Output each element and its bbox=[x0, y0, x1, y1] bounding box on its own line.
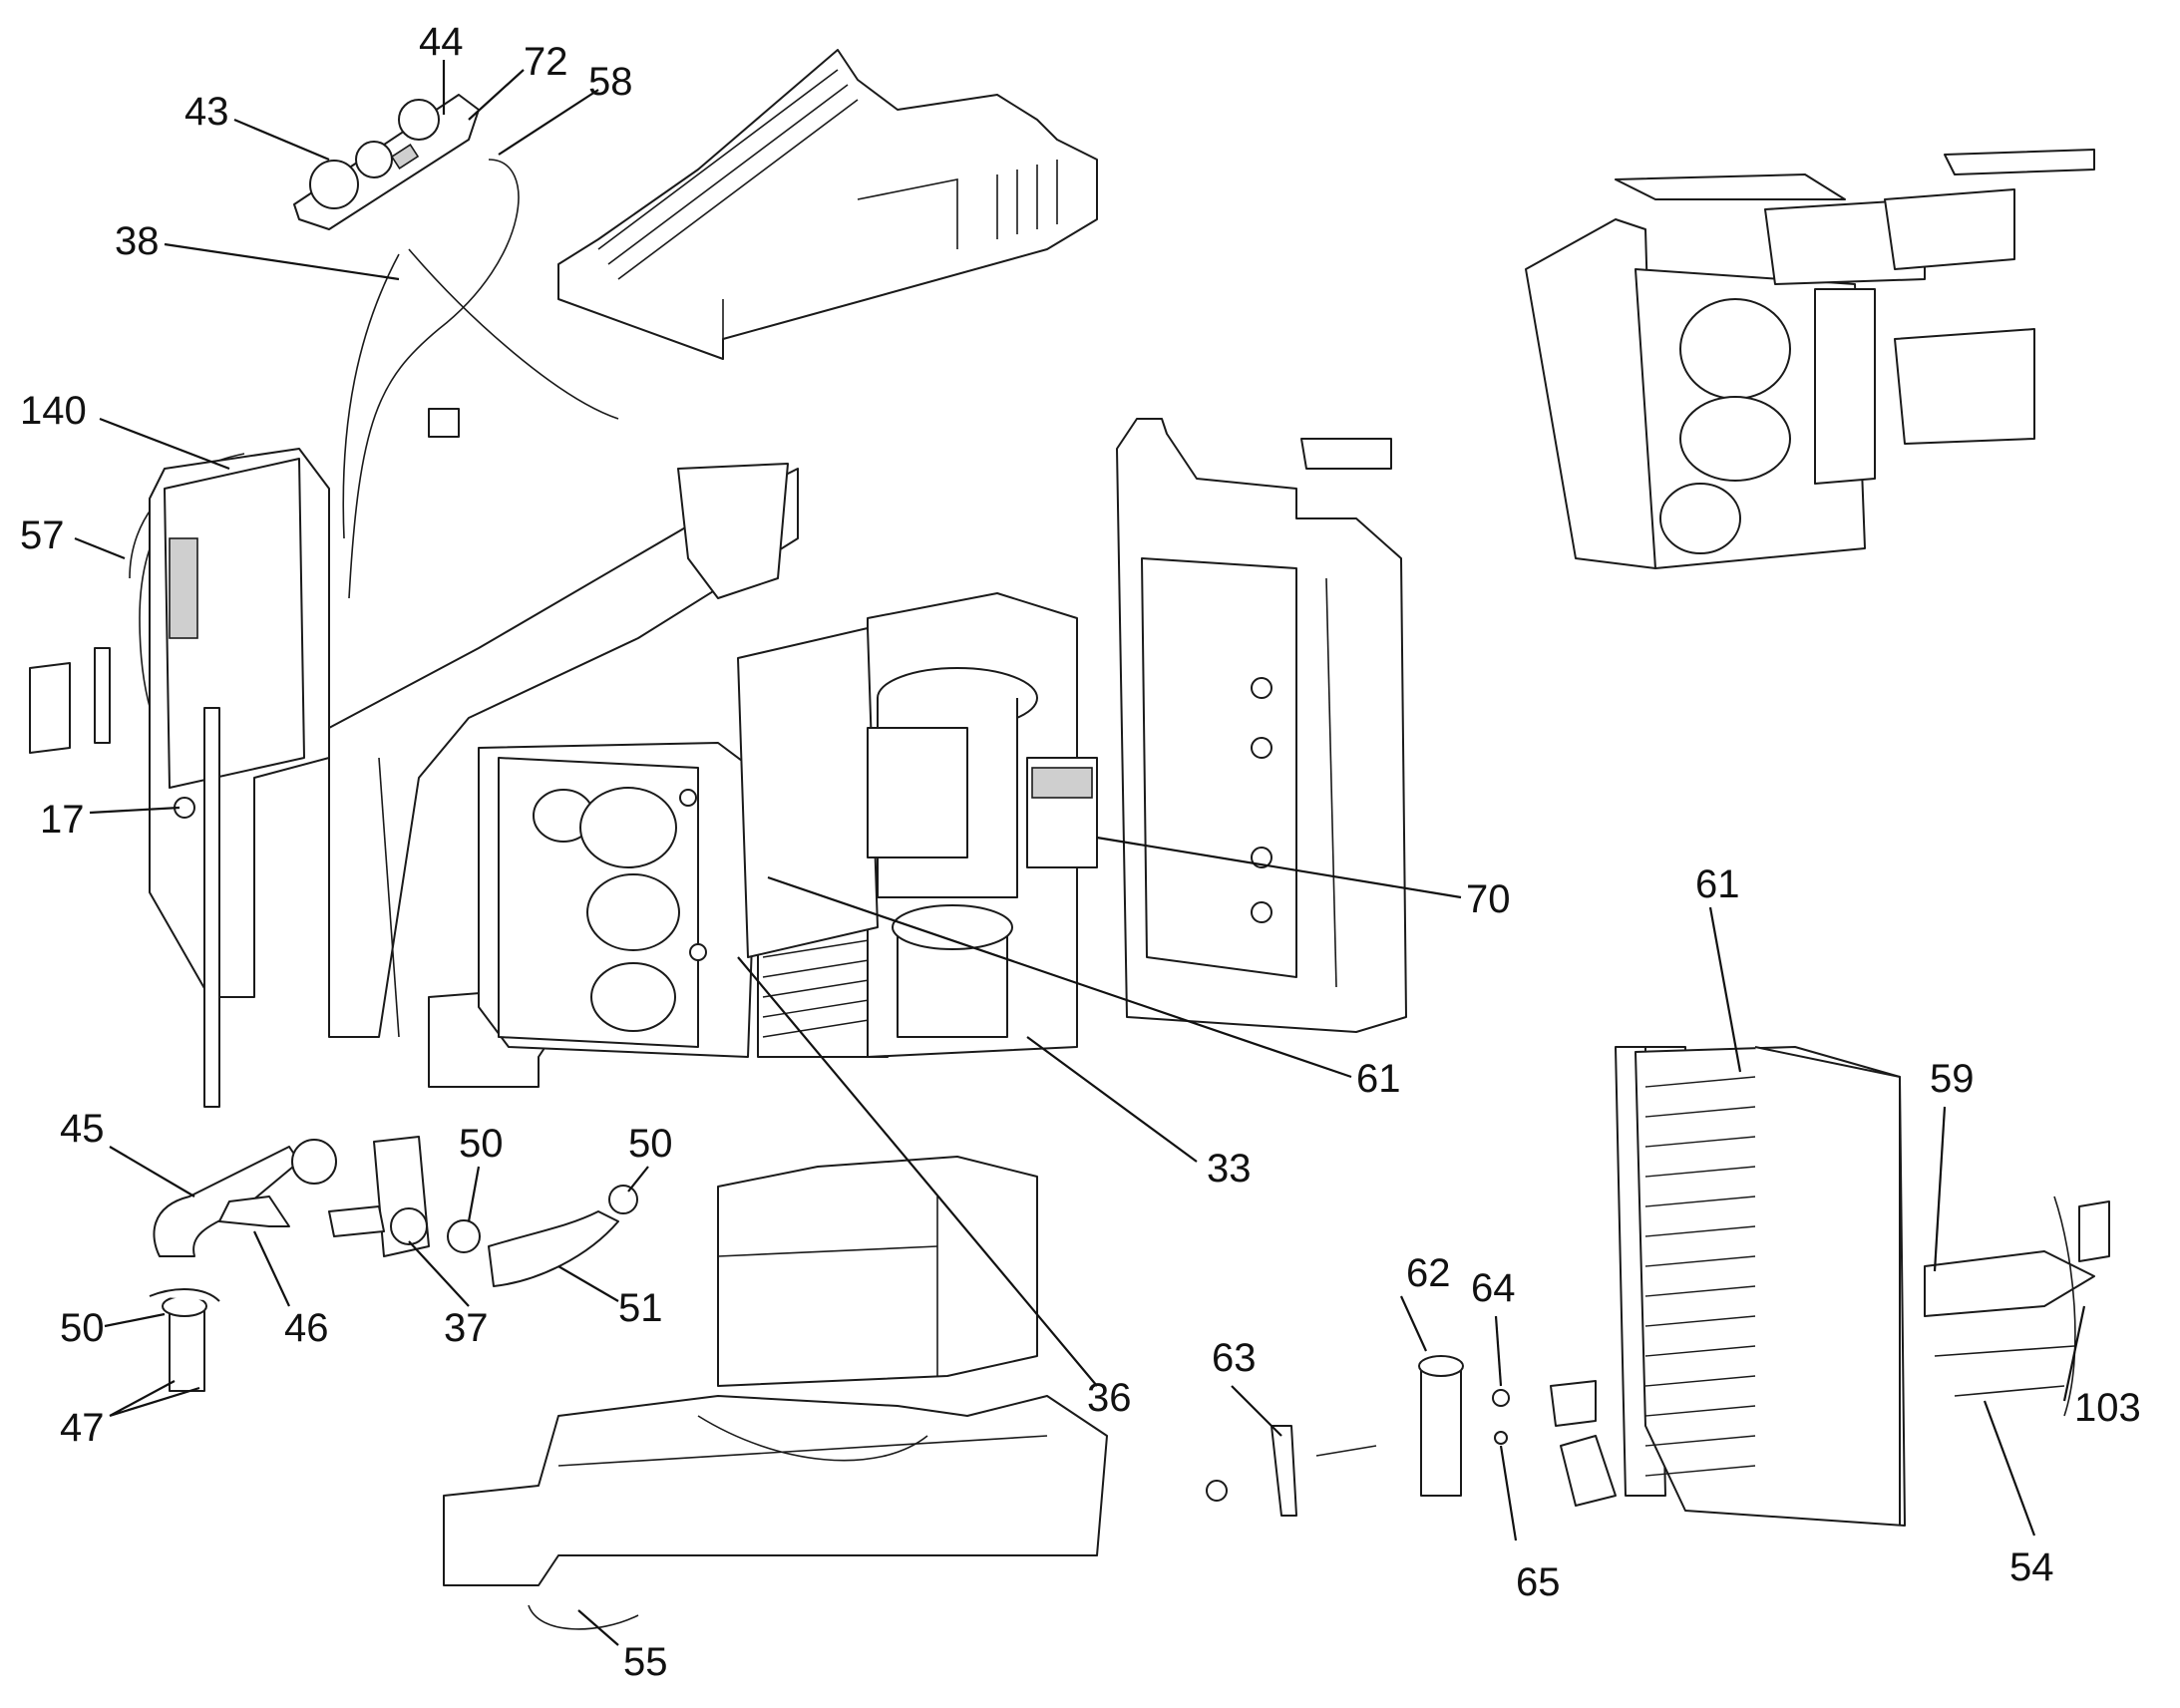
blower-assembly bbox=[737, 592, 1078, 1058]
callout-51: 51 bbox=[618, 1286, 663, 1330]
callout-140: 140 bbox=[20, 389, 87, 433]
callout-37: 37 bbox=[444, 1306, 489, 1350]
callout-46: 46 bbox=[284, 1306, 329, 1350]
heat-exchanger-housing bbox=[478, 742, 759, 1058]
callout-61-lower: 61 bbox=[1695, 862, 1740, 906]
callout-43: 43 bbox=[184, 90, 229, 134]
side-panel-right bbox=[1116, 418, 1407, 1033]
hose-assembly bbox=[149, 1136, 638, 1392]
callout-50-c: 50 bbox=[60, 1306, 105, 1350]
control-board bbox=[293, 94, 480, 230]
callout-50-b: 50 bbox=[628, 1122, 673, 1166]
callout-38: 38 bbox=[115, 219, 160, 263]
expansion-valve bbox=[1206, 1355, 1510, 1517]
callout-47: 47 bbox=[60, 1406, 105, 1450]
callout-33: 33 bbox=[1207, 1147, 1252, 1191]
callout-45: 45 bbox=[60, 1107, 105, 1151]
callout-65: 65 bbox=[1516, 1560, 1561, 1604]
callout-64: 64 bbox=[1471, 1266, 1516, 1310]
callout-58: 58 bbox=[588, 60, 633, 104]
base-pan bbox=[443, 1395, 1108, 1630]
lower-duct bbox=[717, 1156, 1038, 1387]
thermostat-bracket bbox=[1924, 1196, 2110, 1417]
callout-57: 57 bbox=[20, 513, 65, 557]
evaporator-coil bbox=[1550, 1046, 1906, 1527]
rear-panel bbox=[29, 448, 330, 1108]
callout-61-upper: 61 bbox=[1356, 1057, 1401, 1101]
callout-54: 54 bbox=[2009, 1545, 2054, 1589]
heat-exchanger-plate-assembly bbox=[1525, 149, 2095, 569]
callout-55: 55 bbox=[623, 1640, 668, 1684]
callout-63: 63 bbox=[1212, 1336, 1257, 1380]
top-cover bbox=[557, 49, 1098, 360]
callout-59: 59 bbox=[1930, 1057, 1975, 1101]
callout-labels: 43 44 72 58 38 140 57 17 70 61 61 33 36 … bbox=[20, 20, 2141, 1684]
callout-50-a: 50 bbox=[459, 1122, 504, 1166]
callout-36: 36 bbox=[1087, 1376, 1132, 1420]
callout-62: 62 bbox=[1406, 1251, 1451, 1295]
callout-72: 72 bbox=[524, 40, 568, 84]
transformer bbox=[1026, 757, 1098, 868]
callout-70: 70 bbox=[1466, 877, 1511, 921]
callout-17: 17 bbox=[40, 798, 85, 842]
callout-44: 44 bbox=[419, 20, 464, 64]
callout-103: 103 bbox=[2074, 1386, 2141, 1430]
leader-lines bbox=[74, 60, 2086, 1646]
